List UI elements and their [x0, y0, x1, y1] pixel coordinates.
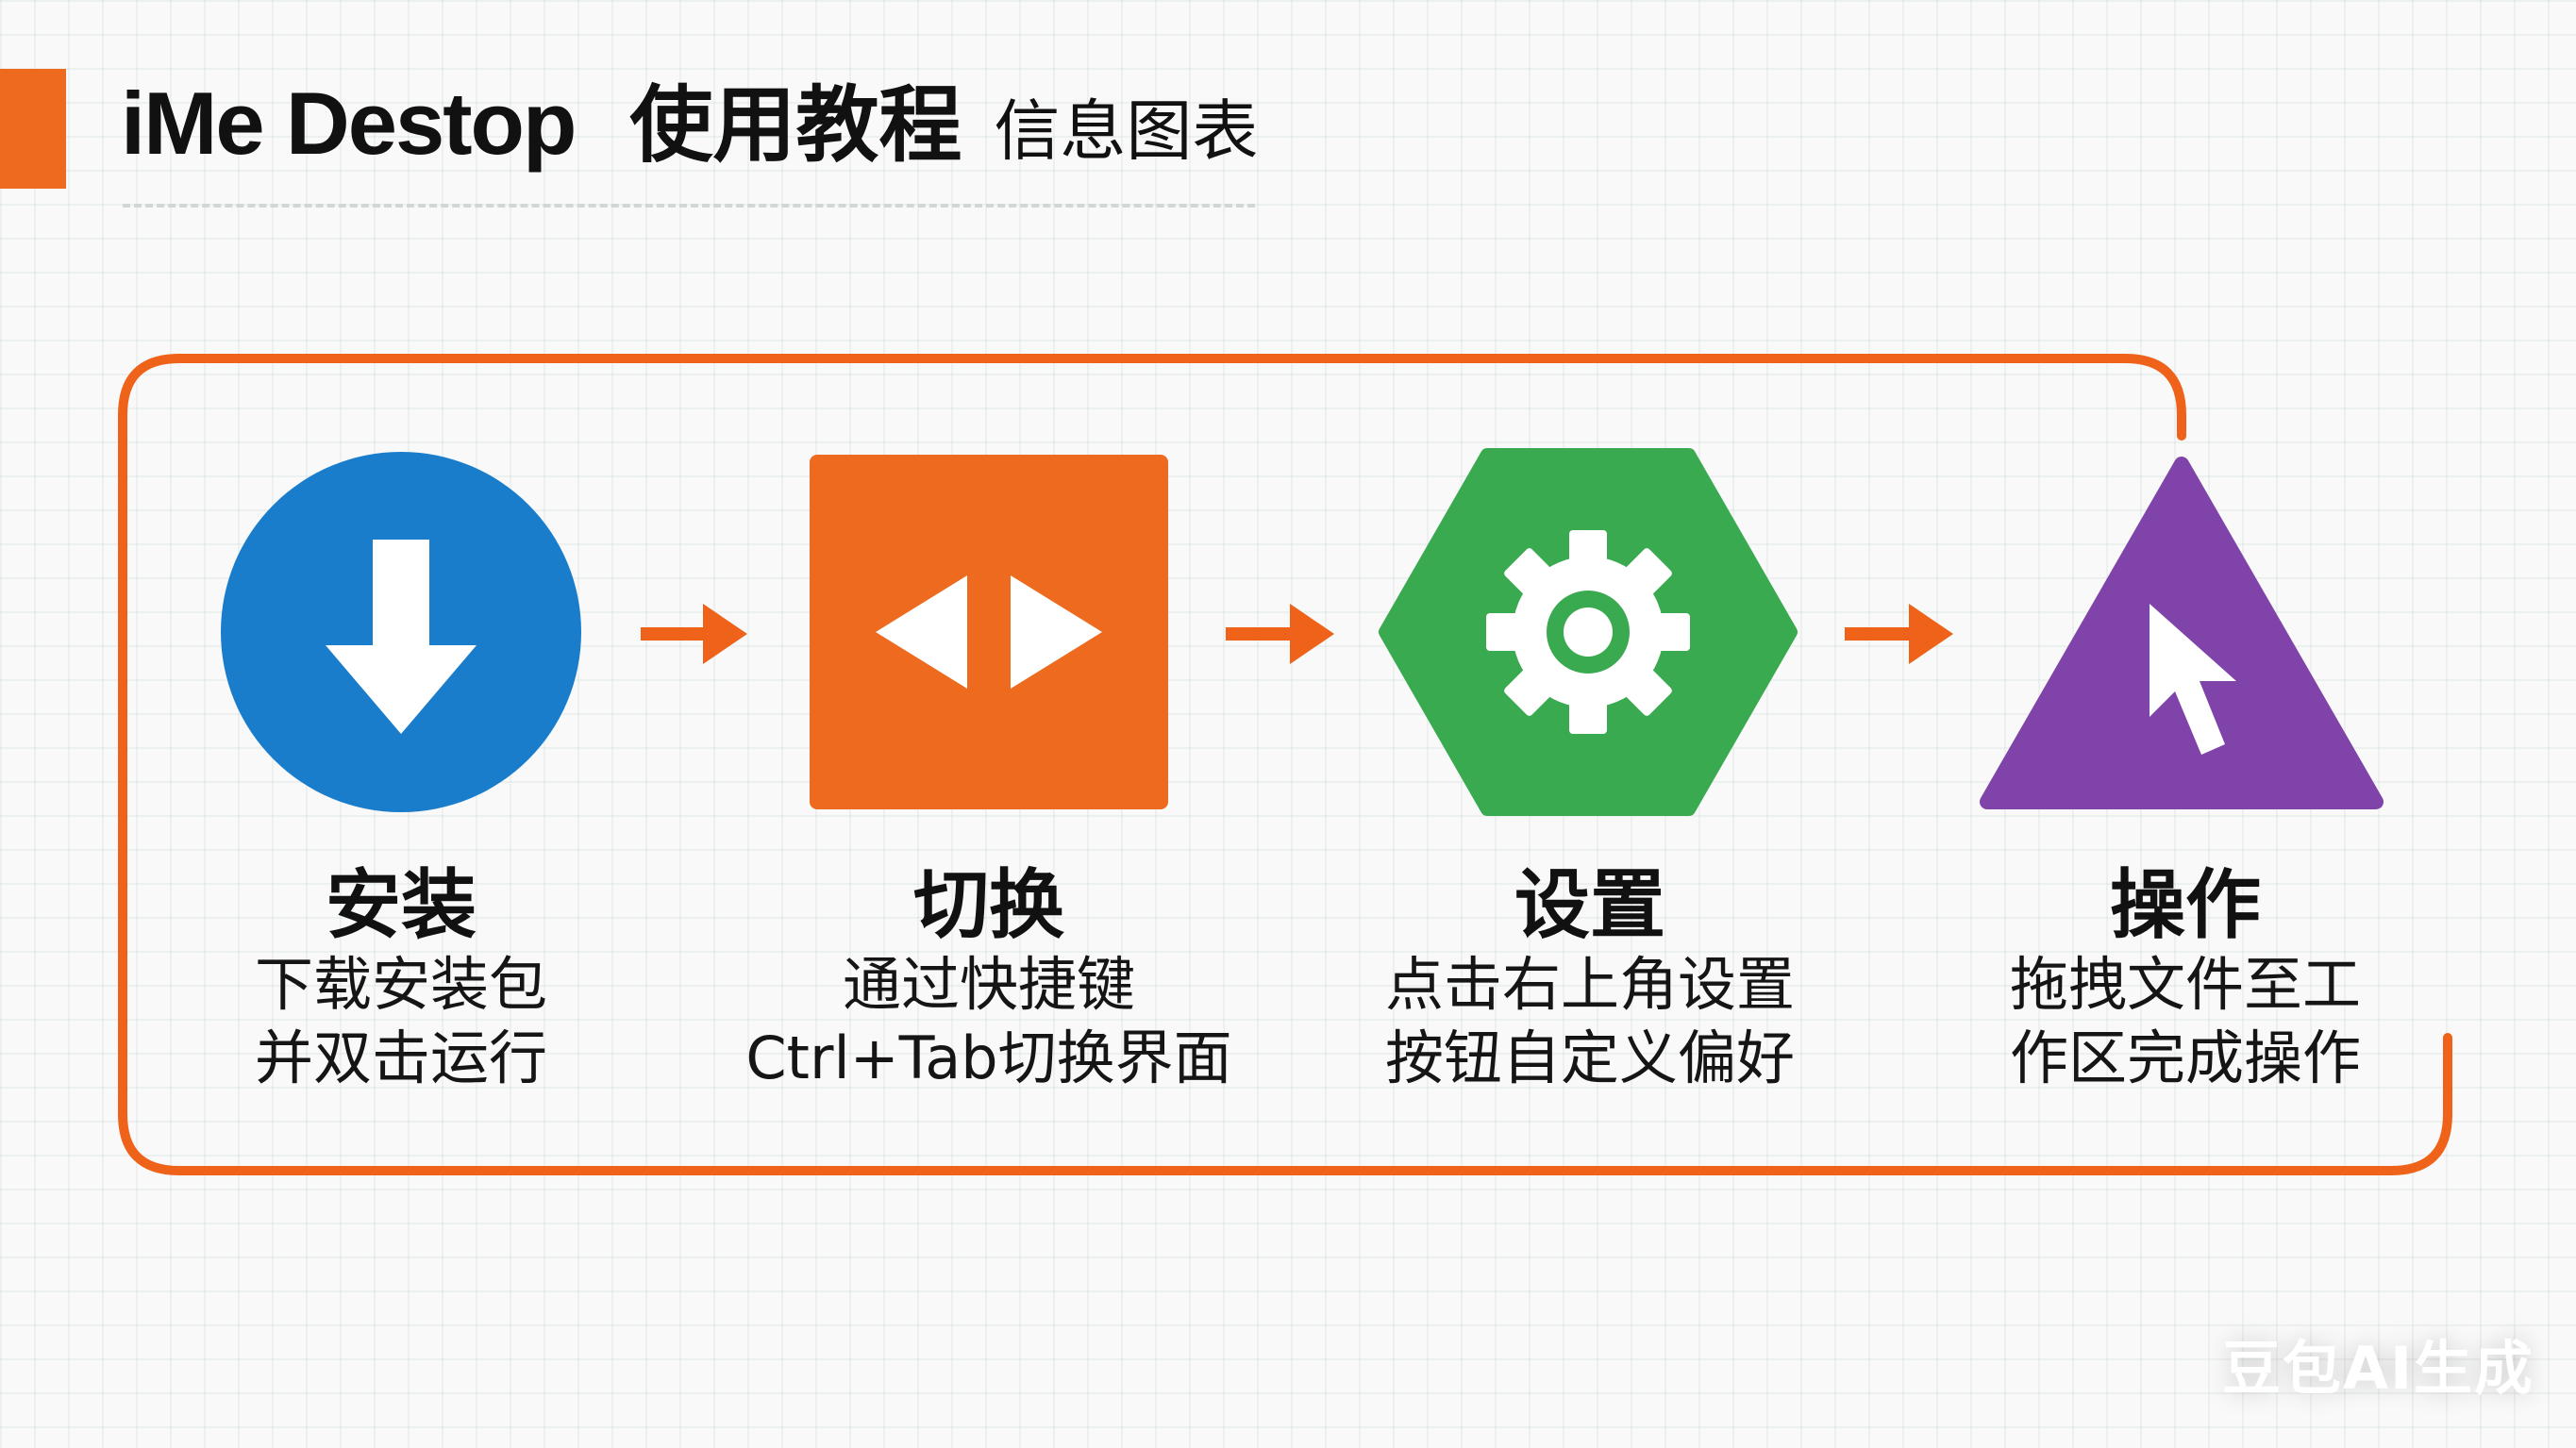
desc-line: 按钮自定义偏好	[1384, 1024, 1795, 1092]
settings-step-icon	[1379, 448, 1798, 816]
step-desc-install: 下载安装包 并双击运行	[118, 948, 684, 1095]
step-title-operate: 操作	[2110, 861, 2261, 949]
step-title-install: 安装	[326, 861, 477, 949]
desc-line: 通过快捷键	[842, 950, 1135, 1019]
step-title-switch: 切换	[913, 861, 1064, 949]
desc-line: 拖拽文件至工	[2009, 950, 2361, 1019]
title-chinese: 使用教程	[629, 76, 962, 174]
download-arrow-icon	[326, 540, 477, 734]
download-step-icon	[221, 452, 581, 812]
page-title: iMe Destop 使用教程信息图表	[121, 58, 1258, 178]
step-desc-settings: 点击右上角设置 按钮自定义偏好	[1307, 948, 1873, 1095]
arrow-right-icon	[641, 604, 747, 664]
title-subtitle: 信息图表	[994, 92, 1259, 170]
desc-line: 下载安装包	[254, 950, 547, 1019]
switch-arrows-icon	[876, 575, 1102, 689]
title-divider	[123, 204, 1255, 208]
desc-line: 并双击运行	[254, 1024, 547, 1092]
arrow-right-icon	[1226, 604, 1334, 664]
desc-line: Ctrl+Tab切换界面	[745, 1024, 1232, 1092]
arrow-right-icon	[1845, 604, 1953, 664]
operate-step-icon	[1980, 457, 2384, 809]
title-accent-bar	[0, 69, 66, 189]
cursor-icon	[2149, 604, 2236, 755]
desc-line: 作区完成操作	[2009, 1024, 2361, 1092]
title-english: iMe Destop	[121, 74, 577, 173]
step-desc-switch: 通过快捷键 Ctrl+Tab切换界面	[706, 948, 1272, 1095]
switch-step-icon	[810, 455, 1168, 809]
gear-icon	[1486, 530, 1690, 734]
watermark: 豆包AI生成	[2222, 1334, 2535, 1403]
step-desc-operate: 拖拽文件至工 作区完成操作	[1902, 948, 2468, 1095]
desc-line: 点击右上角设置	[1384, 950, 1795, 1019]
flow-frame	[118, 354, 2452, 1175]
step-title-settings: 设置	[1514, 861, 1665, 949]
